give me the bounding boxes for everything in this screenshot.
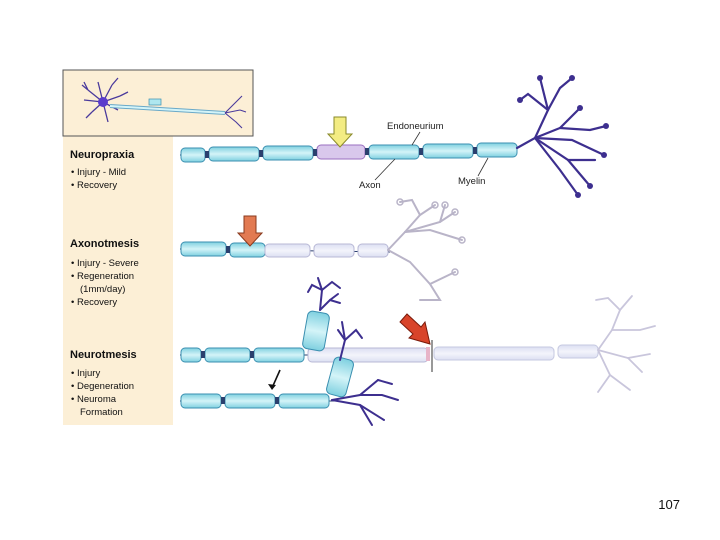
pointer-arrowhead [268,384,276,390]
neurotmesis-bullet-1: • Injury [71,368,100,379]
endoneurium-label: Endoneurium [387,121,444,132]
neurotmesis-lower-axon [180,356,354,409]
axonotmesis-title: Axonotmesis [70,238,139,250]
neuropraxia-terminal-buttons [517,75,609,198]
neuroma-terminal [331,321,399,426]
neuron-overview-inset [62,69,254,137]
axonotmesis-axon [179,241,391,258]
injury-arrow-orange [236,215,264,247]
neurotmesis-sprout-branch [302,277,341,352]
page-number: 107 [658,497,680,512]
axonotmesis-faded-terminal [387,198,463,301]
neuropraxia-bullet-1: • Injury - Mild [71,167,126,178]
neurotmesis-bullet-2: • Degeneration [71,381,134,392]
neurotmesis-distal-faded [433,295,656,393]
neurotmesis-text: Neurotmesis • Injury • Degeneration • Ne… [70,349,137,418]
axonotmesis-bullet-2: • Regeneration [71,271,134,282]
axonotmesis-faded-buttons [396,198,466,276]
myelin-leader [477,157,489,177]
neuropraxia-axon [179,142,521,163]
axonotmesis-bullet-1: • Injury - Severe [71,258,139,269]
axonotmesis-bullet-3: (1mm/day) [80,284,125,295]
axon-leader [374,158,396,181]
injury-arrow-red [399,313,431,345]
axonotmesis-bullet-4: • Recovery [71,297,117,308]
injury-arrow-yellow [326,116,354,148]
neurotmesis-title: Neurotmesis [70,349,137,361]
neuropraxia-terminal [515,76,608,197]
neurotmesis-bullet-4: Formation [80,407,123,418]
neuropraxia-bullet-2: • Recovery [71,180,117,191]
axonotmesis-text: Axonotmesis • Injury - Severe • Regenera… [70,238,139,308]
neurotmesis-bullet-3: • Neuroma [71,394,117,405]
axon-label: Axon [359,180,381,191]
endoneurium-leader [411,131,421,146]
neuropraxia-text: Neuropraxia • Injury - Mild • Recovery [70,149,135,191]
myelin-label: Myelin [458,176,485,187]
neuropraxia-title: Neuropraxia [70,149,135,161]
